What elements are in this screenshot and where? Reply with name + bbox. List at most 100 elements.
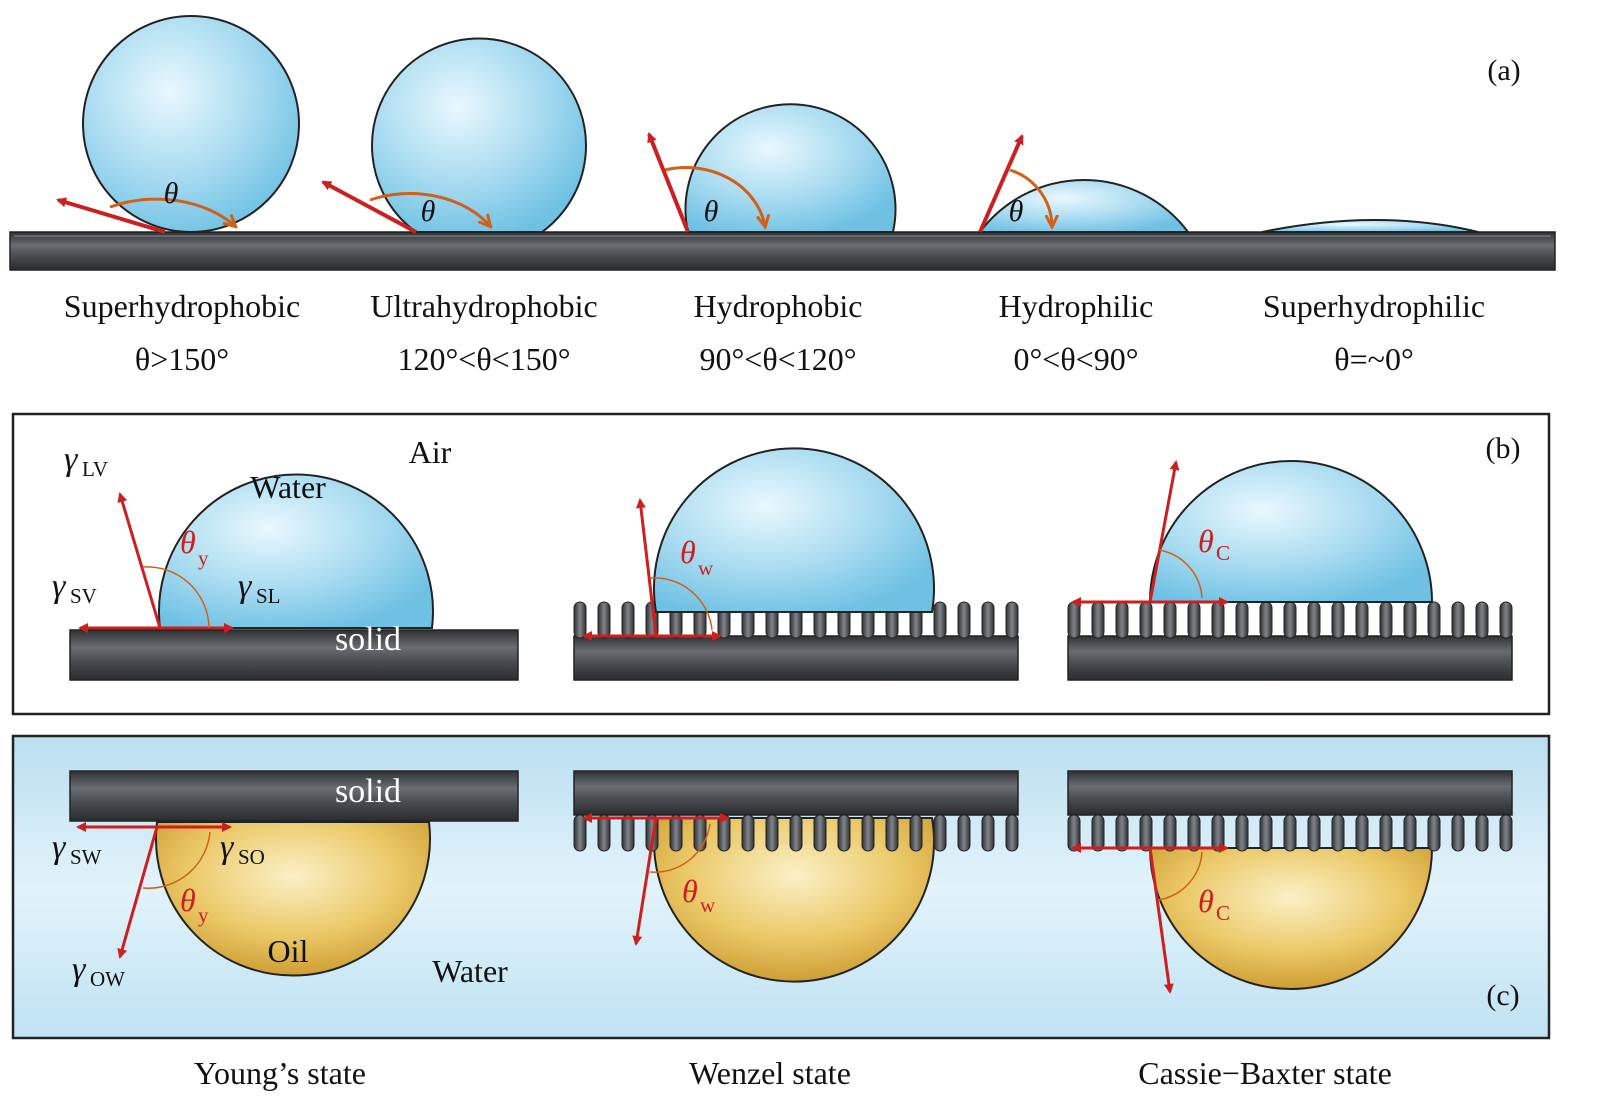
droplet-cassie-water bbox=[1148, 460, 1434, 603]
state-name-3: Hydrophobic bbox=[694, 288, 863, 324]
wenzel-b-pillar bbox=[1005, 601, 1019, 639]
wenzel-c-pillar bbox=[693, 814, 707, 852]
droplet-superhydrophobic bbox=[82, 15, 300, 233]
cassie-b-pillar bbox=[1187, 601, 1201, 639]
cassie-b-base bbox=[1067, 635, 1513, 681]
state-name-4: Hydrophilic bbox=[999, 288, 1154, 324]
theta-label-4: θ bbox=[1009, 195, 1024, 228]
substrate-a bbox=[9, 231, 1556, 271]
wenzel-c-pillar bbox=[669, 814, 683, 852]
cassie-c-pillar bbox=[1379, 814, 1393, 852]
cassie-c-pillar bbox=[1307, 814, 1321, 852]
air-label: Air bbox=[409, 434, 452, 470]
gamma-sl-symbol: γ bbox=[238, 568, 253, 605]
solid-flat-b bbox=[69, 629, 519, 681]
theta-y-subscript-c: y bbox=[198, 903, 209, 927]
cassie-c-pillar bbox=[1091, 814, 1105, 852]
gamma-so-subscript: SO bbox=[238, 845, 265, 869]
cassie-c-pillar bbox=[1211, 814, 1225, 852]
wenzel-structure-b bbox=[573, 601, 1019, 681]
wenzel-c-pillar bbox=[741, 814, 755, 852]
cassie-b-pillar bbox=[1259, 601, 1273, 639]
state-condition-4: 0°<θ<90° bbox=[1013, 341, 1138, 377]
angle-arc-3 bbox=[664, 166, 765, 226]
cassie-structure-c bbox=[1067, 770, 1513, 852]
wenzel-c-pillar bbox=[789, 814, 803, 852]
wenzel-c-pillar bbox=[861, 814, 875, 852]
wenzel-c-pillar bbox=[885, 814, 899, 852]
cassie-b-pillar bbox=[1163, 601, 1177, 639]
footer-young-state: Young’s state bbox=[194, 1055, 366, 1091]
cassie-tangent-b bbox=[1148, 460, 1180, 603]
cassie-c-pillar bbox=[1331, 814, 1345, 852]
footer-labels: Young’s state Wenzel state Cassie−Baxter… bbox=[194, 1055, 1392, 1091]
tangent-arrow-1 bbox=[56, 197, 166, 234]
theta-c-arc-c bbox=[1157, 851, 1203, 901]
oil-label: Oil bbox=[268, 933, 309, 969]
solid-flat-c bbox=[69, 770, 519, 822]
gamma-so-symbol: γ bbox=[220, 829, 235, 866]
droplet-young-oil bbox=[155, 821, 431, 977]
state-condition-1: θ>150° bbox=[135, 341, 229, 377]
cassie-b-pillar bbox=[1451, 601, 1465, 639]
droplet-ultrahydrophobic bbox=[371, 37, 587, 233]
panel-a: θ θ θ θ (a) Superhydrophobic Ultrahydrop… bbox=[9, 15, 1556, 377]
panel-b: (b) Air Water solid γ LV γ SV γ SL θ y θ… bbox=[11, 412, 1551, 716]
panel-c-tag: (c) bbox=[1486, 979, 1519, 1012]
cassie-b-pillar bbox=[1091, 601, 1105, 639]
state-condition-3: 90°<θ<120° bbox=[699, 341, 856, 377]
wenzel-tangent-c bbox=[632, 817, 658, 946]
theta-c-symbol-c: θ bbox=[1198, 883, 1214, 919]
gamma-ow-arrow bbox=[117, 826, 159, 959]
wenzel-c-pillar bbox=[957, 814, 971, 852]
wenzel-tangent-b bbox=[635, 498, 658, 637]
theta-w-subscript-b: w bbox=[698, 556, 714, 580]
gamma-lv-subscript: LV bbox=[82, 457, 108, 481]
footer-cassie-state: Cassie−Baxter state bbox=[1138, 1055, 1392, 1091]
solid-label-b: solid bbox=[335, 621, 401, 658]
droplet-superhydrophilic bbox=[1261, 219, 1479, 233]
theta-label-1: θ bbox=[164, 177, 179, 210]
wenzel-c-pillar bbox=[621, 814, 635, 852]
wenzel-c-pillar bbox=[573, 814, 587, 852]
panel-a-tag: (a) bbox=[1487, 54, 1520, 87]
gamma-sv-symbol: γ bbox=[52, 568, 67, 605]
gamma-sl-subscript: SL bbox=[256, 584, 281, 608]
wenzel-b-pillar bbox=[573, 601, 587, 639]
cassie-b-pillar bbox=[1115, 601, 1129, 639]
tangent-arrow-4 bbox=[978, 134, 1024, 233]
cassie-c-pillar bbox=[1115, 814, 1129, 852]
cassie-b-pillar bbox=[1331, 601, 1345, 639]
cassie-b-pillar bbox=[1211, 601, 1225, 639]
wenzel-b-pillar bbox=[957, 601, 971, 639]
theta-label-2: θ bbox=[421, 195, 436, 228]
water-label: Water bbox=[250, 469, 326, 505]
angle-arc-1 bbox=[109, 197, 235, 226]
water-label-c: Water bbox=[432, 953, 508, 989]
cassie-c-pillar bbox=[1499, 814, 1513, 852]
tangent-arrow-2 bbox=[321, 180, 417, 234]
theta-c-subscript-b: C bbox=[1216, 541, 1230, 565]
cassie-b-pillar bbox=[1475, 601, 1489, 639]
wenzel-b-base bbox=[573, 635, 1019, 681]
cassie-b-pillar bbox=[1355, 601, 1369, 639]
cassie-structure-b bbox=[1067, 601, 1513, 681]
theta-y-arc-c bbox=[142, 831, 211, 889]
gamma-lv-symbol: γ bbox=[64, 441, 79, 478]
wenzel-c-pillar bbox=[981, 814, 995, 852]
cassie-c-pillar bbox=[1403, 814, 1417, 852]
theta-w-subscript-c: w bbox=[700, 893, 716, 917]
state-name-1: Superhydrophobic bbox=[64, 288, 300, 324]
theta-y-subscript-b: y bbox=[198, 546, 209, 570]
cassie-b-pillar bbox=[1499, 601, 1513, 639]
angle-arc-4 bbox=[1009, 168, 1052, 226]
cassie-c-pillar bbox=[1427, 814, 1441, 852]
wenzel-c-pillar bbox=[597, 814, 611, 852]
panel-c: (c) solid γ SW γ SO γ OW θ y Oil Water θ… bbox=[11, 734, 1551, 1040]
angle-arc-2 bbox=[369, 192, 490, 226]
cassie-b-pillar bbox=[1067, 601, 1081, 639]
gamma-sw-subscript: SW bbox=[70, 845, 102, 869]
theta-y-symbol-c: θ bbox=[180, 882, 196, 918]
gamma-lv-arrow bbox=[117, 492, 162, 629]
